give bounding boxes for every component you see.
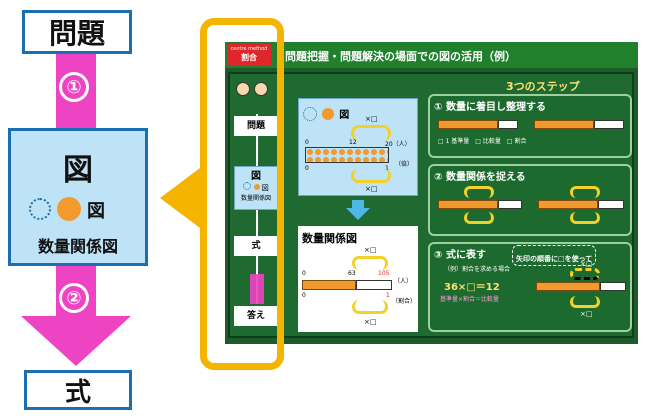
step1-legend: □ 1 基準量 □ 比較量 □ 割合 (438, 138, 527, 145)
top-tick-b0: 0 (305, 165, 309, 172)
slide-formula-label: 式 (251, 241, 261, 251)
slide-figure-subtitle: 数量関係図 (240, 195, 271, 202)
bottom-unit-people: （人） (394, 278, 413, 285)
logo-line2: 割合 (241, 53, 257, 62)
slide-figure-box: 図 図 数量関係図 (234, 166, 278, 210)
slide-figure-label: 図 (251, 171, 261, 182)
bottom-tick-63: 63 (348, 270, 356, 277)
step1-bar-a2 (498, 120, 518, 129)
step2-number: ② (66, 287, 82, 309)
top-tick-12: 12 (349, 139, 357, 146)
step2-bar-left (438, 200, 498, 209)
dotted-circle-icon (29, 198, 51, 220)
bottom-tick-105: 105 (378, 270, 390, 277)
chalkboard: 問題 図 図 数量関係図 式 答え 図 ×□ 0 (228, 72, 634, 338)
top-dots-row (305, 147, 389, 163)
top-paren-b: （倍） (395, 161, 414, 168)
bottom-times-bottom: ×□ (364, 318, 377, 326)
step3-bar (536, 282, 600, 291)
figure-box: 図 図 数量関係図 (8, 128, 148, 266)
down-arrow-icon (21, 296, 131, 366)
top-tick-20: 20（人） (385, 141, 411, 148)
slide-figure-icon-row: 図 (235, 182, 277, 193)
step2-panel: ② 数量関係を捉える (428, 164, 632, 236)
bottom-diagram-panel: 数量関係図 ×□ 0 63 105 （人） 0 1 （割合） ×□ (298, 226, 418, 332)
step3-times-bottom: ×□ (580, 310, 593, 318)
top-times-label: ×□ (365, 115, 378, 123)
step2-arc-right-bottom (570, 212, 600, 224)
bottom-white-bar (356, 280, 392, 290)
slide: centre method 割合 問題把握・問題解決の場面での図の活用（例） 問… (225, 42, 638, 344)
bottom-tick-0: 0 (302, 270, 306, 277)
panel-down-arrow-icon (346, 200, 370, 220)
slide-answer-box: 答え (234, 306, 278, 326)
step1-bar-b (534, 120, 594, 129)
bottom-arc-lower (352, 300, 388, 314)
bottom-unit-rate: （割合） (392, 298, 417, 305)
figure-title: 図 (63, 153, 93, 188)
bottom-tick-b0: 0 (302, 292, 306, 299)
top-arc-bottom (351, 169, 391, 183)
problem-label: 問題 (48, 17, 105, 50)
step1-text: ① 数量に着目し整理する (434, 102, 546, 113)
step3-equation-words: 基準量×割合＝比較量 (440, 296, 500, 303)
step2-arc-left-top (464, 186, 494, 198)
figure-icon-label: 図 (87, 201, 105, 222)
formula-label: 式 (64, 377, 91, 408)
logo-badge: centre method 割合 (227, 44, 271, 66)
steps-heading: 3つのステップ (506, 80, 580, 93)
step1-bar-b2 (594, 120, 624, 129)
step3-equation: 36×□＝12 (444, 282, 500, 293)
bottom-times-label: ×□ (364, 246, 377, 254)
top-arc (351, 125, 391, 141)
logo-line1: centre method (230, 46, 268, 52)
step2-badge: ② (59, 283, 89, 313)
bottom-arc (352, 256, 388, 270)
step3-arc-bottom (570, 296, 600, 308)
step3-panel: ③ 式に表す 矢印の順番に□を使って （例）割合を求める場合 36×□＝12 基… (428, 242, 632, 332)
step3-example: （例）割合を求める場合 (444, 266, 511, 273)
slide-figure-icon-label: 図 (261, 184, 269, 192)
step3-times-top: ×□ (580, 260, 593, 268)
slide-problem-box: 問題 (234, 116, 278, 136)
bottom-tick-b1: 1 (386, 292, 390, 299)
slide-answer-label: 答え (246, 311, 265, 321)
step3-bar2 (600, 282, 626, 291)
bottom-orange-bar (302, 280, 356, 290)
bottom-diagram-title: 数量関係図 (302, 232, 357, 245)
slide-problem-label: 問題 (246, 121, 265, 131)
step2-arc-left-bottom (464, 212, 494, 224)
top-times-bottom: ×□ (365, 185, 378, 193)
step3-hint-box: 矢印の順番に□を使って (512, 245, 597, 266)
slide-header: centre method 割合 問題把握・問題解決の場面での図の活用（例） (225, 42, 638, 68)
step2-arc-right-top (570, 186, 600, 198)
problem-box: 問題 (22, 10, 132, 54)
step1-number: ① (66, 76, 82, 98)
figure-icon-row: 図 (29, 197, 139, 223)
formula-box: 式 (24, 370, 132, 410)
top-diagram-panel: 図 ×□ 0 12 20（人） 0 1 （倍） ×□ (298, 98, 418, 196)
figure-subtitle: 数量関係図 (37, 237, 118, 256)
step2-bar-right2 (598, 200, 624, 209)
top-diagram-icon-label: 図 (339, 110, 350, 121)
slide-formula-box: 式 (234, 236, 278, 256)
step1-bar-a (438, 120, 498, 129)
highlight-frame (200, 18, 284, 370)
step1-panel: ① 数量に着目し整理する □ 1 基準量 □ 比較量 □ 割合 (428, 94, 632, 158)
slide-flow-arrow (250, 274, 264, 304)
slide-title: 問題把握・問題解決の場面での図の活用（例） (285, 50, 516, 63)
orange-circle-icon (57, 197, 81, 221)
step2-bar-right (538, 200, 598, 209)
step3-hint: 矢印の順番に□を使って (516, 255, 593, 263)
students-icon (234, 82, 274, 104)
step3-text: ③ 式に表す (434, 250, 486, 261)
pointer-triangle-icon (160, 168, 200, 228)
step1-badge: ① (59, 72, 89, 102)
step3-arc-top (570, 268, 600, 280)
top-tick-b1: 1 (385, 165, 389, 172)
top-diagram-icon-row: 図 (303, 103, 349, 122)
step2-bar-left2 (498, 200, 522, 209)
top-tick-0: 0 (305, 139, 309, 146)
step2-text: ② 数量関係を捉える (434, 172, 526, 183)
